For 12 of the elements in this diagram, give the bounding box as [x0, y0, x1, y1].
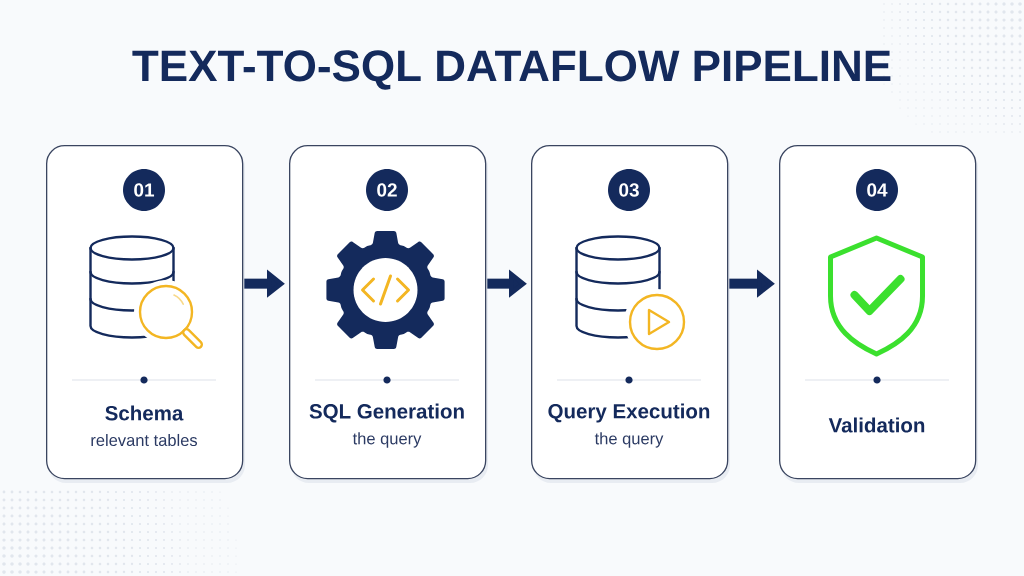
step-description: relevant tables: [91, 433, 198, 447]
number-badge: 02: [366, 169, 408, 211]
title: TEXT-TO-SQL DATAFLOW PIPELINE: [132, 50, 891, 90]
step-title: Validation: [828, 417, 925, 433]
step-description: the query: [594, 432, 664, 448]
step-title: SQL Generation: [309, 403, 464, 423]
step-title: Schema: [105, 405, 184, 421]
step-title: Query Execution: [548, 403, 710, 423]
number-badge: 01: [123, 169, 165, 211]
step-description: the query: [352, 432, 422, 448]
number-badge: 04: [856, 169, 898, 211]
number-badge: 03: [608, 169, 650, 211]
